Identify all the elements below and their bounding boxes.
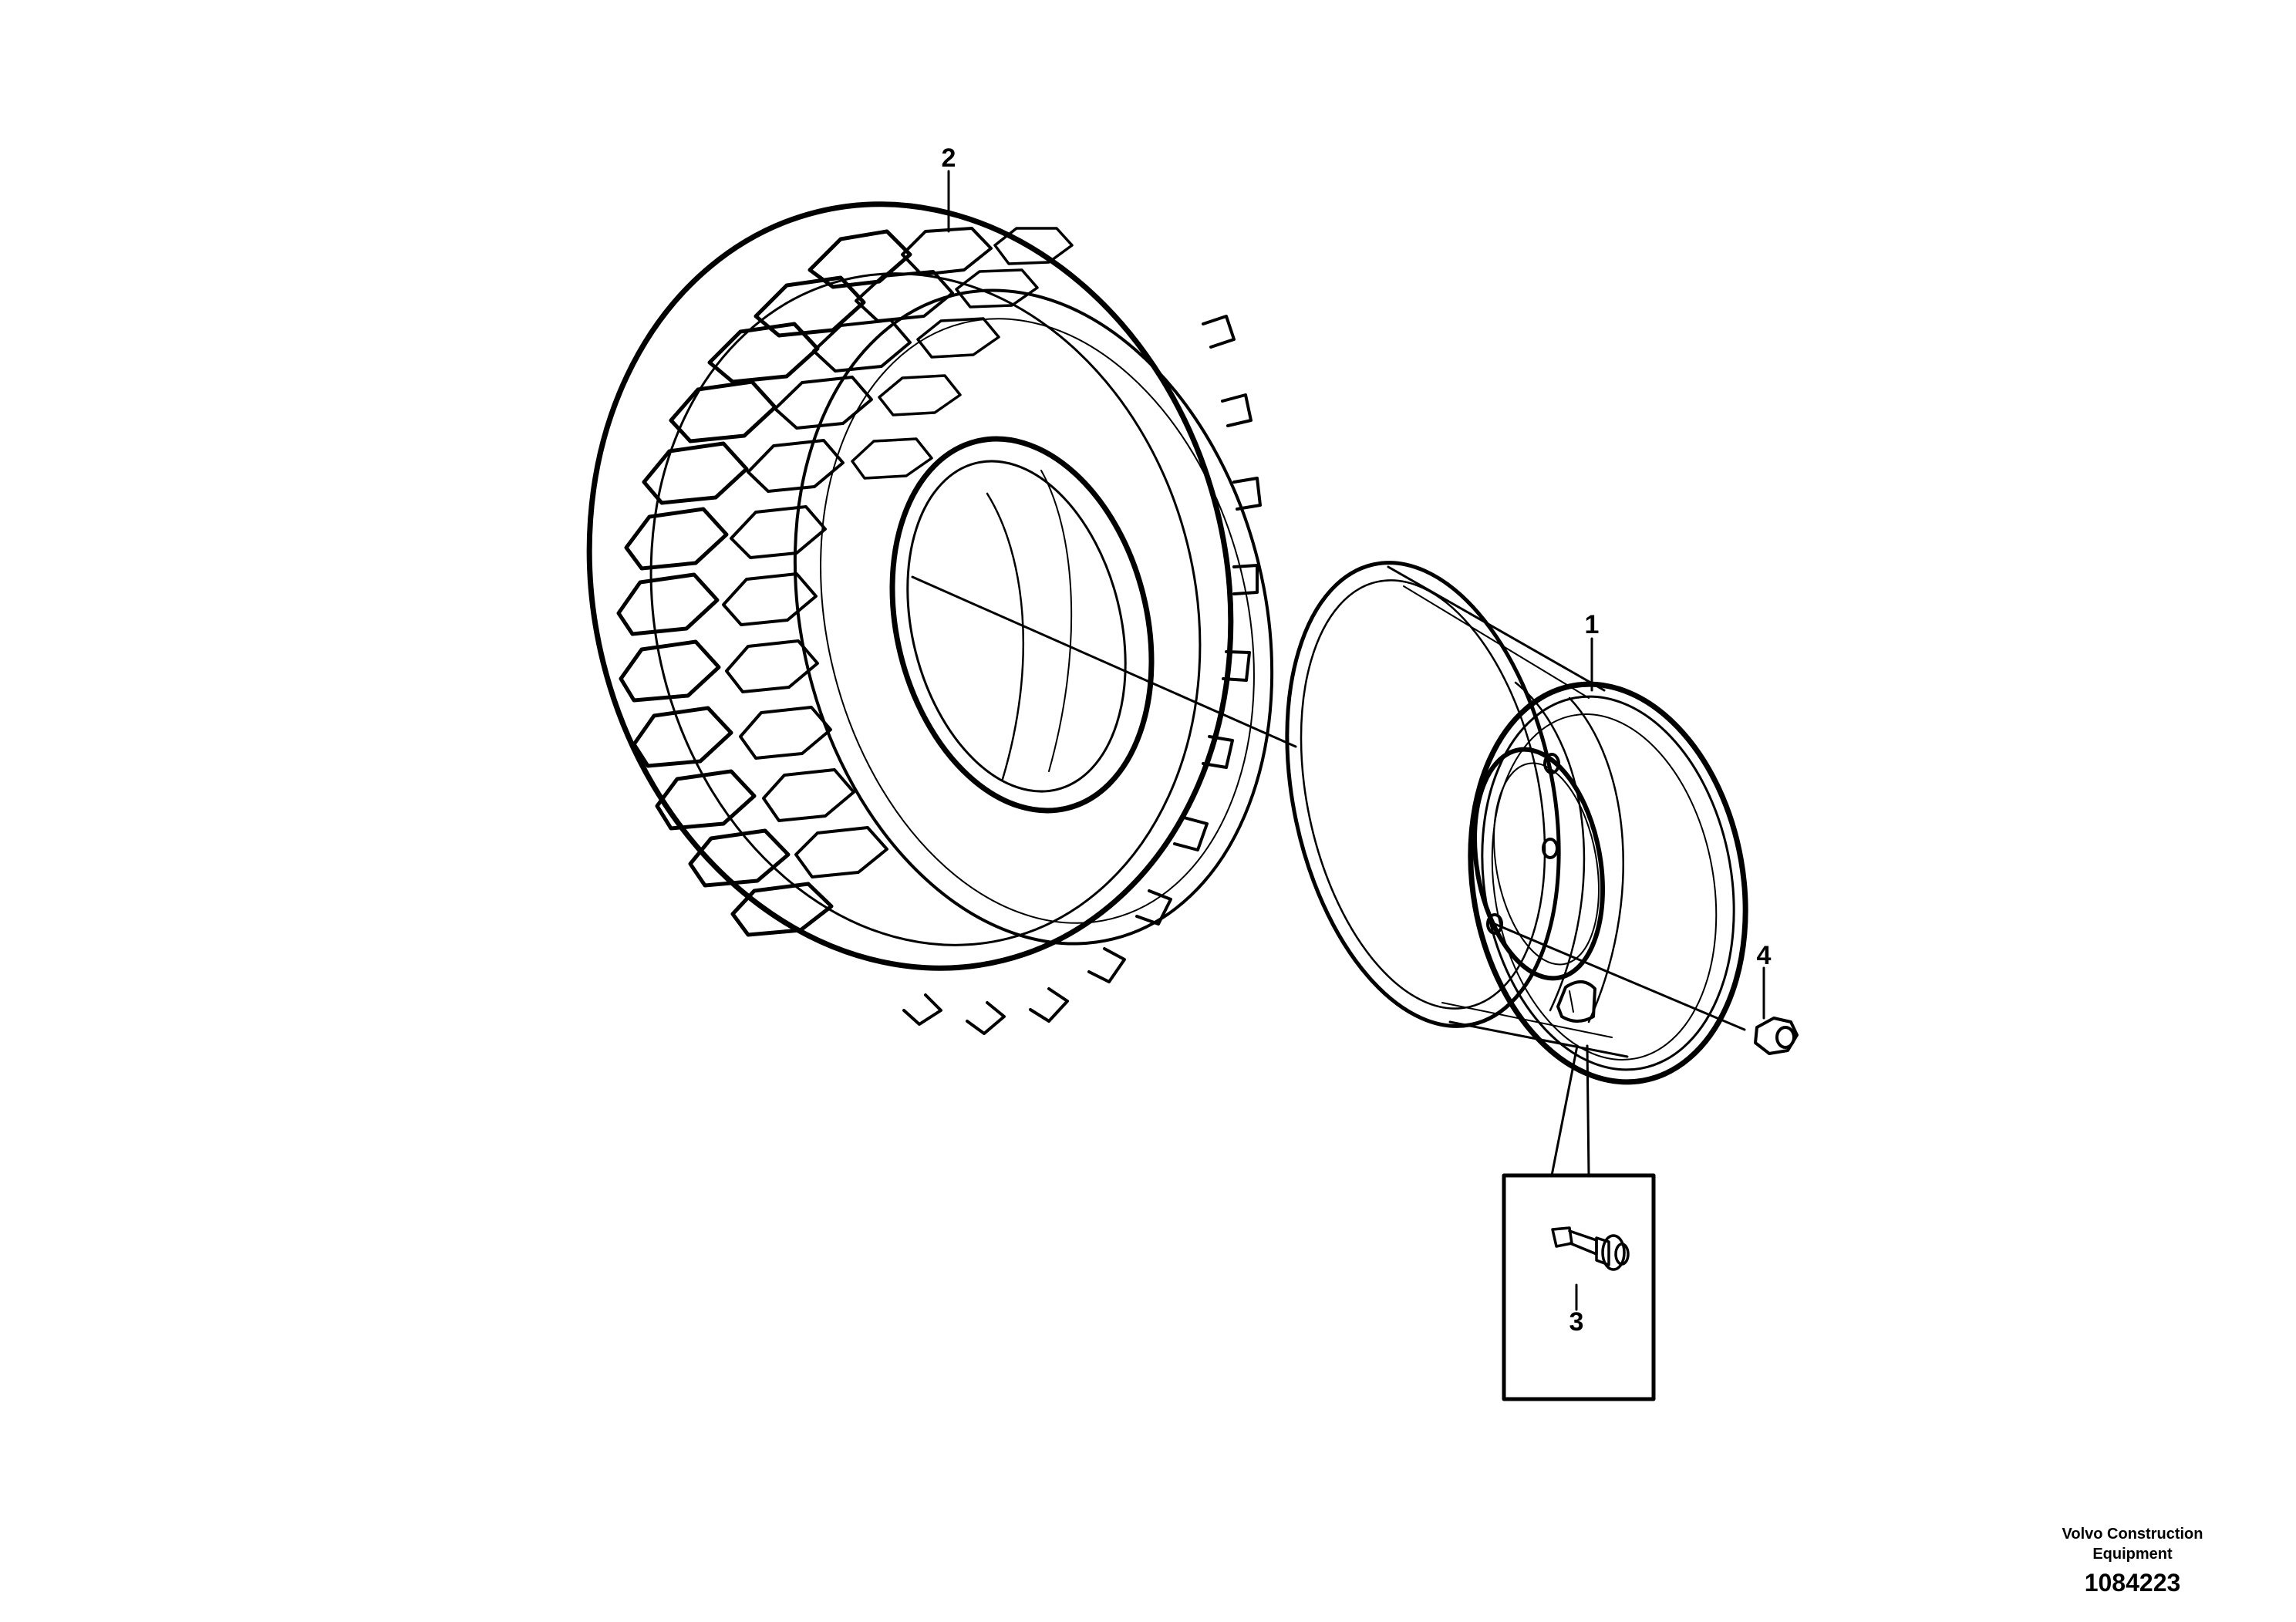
wheel-nut [1754,1017,1799,1055]
callout-tire: 2 [941,143,956,173]
detail-box [1502,1173,1656,1401]
valve-stem [1551,1226,1630,1271]
assembly-lines [911,170,1765,1311]
callout-nut: 4 [1756,941,1772,970]
wheel-rim [1285,561,1748,1085]
callout-valve: 3 [1569,1307,1584,1337]
brand-line-1: Volvo Construction [2062,1526,2203,1543]
brand-line-2: Equipment [2092,1546,2173,1563]
callout-wheel-rim: 1 [1584,610,1600,639]
footer: Volvo Construction Equipment 1084223 [2009,1524,2256,1598]
drawing-number: 1084223 [2084,1569,2181,1597]
tire [586,201,1274,1035]
